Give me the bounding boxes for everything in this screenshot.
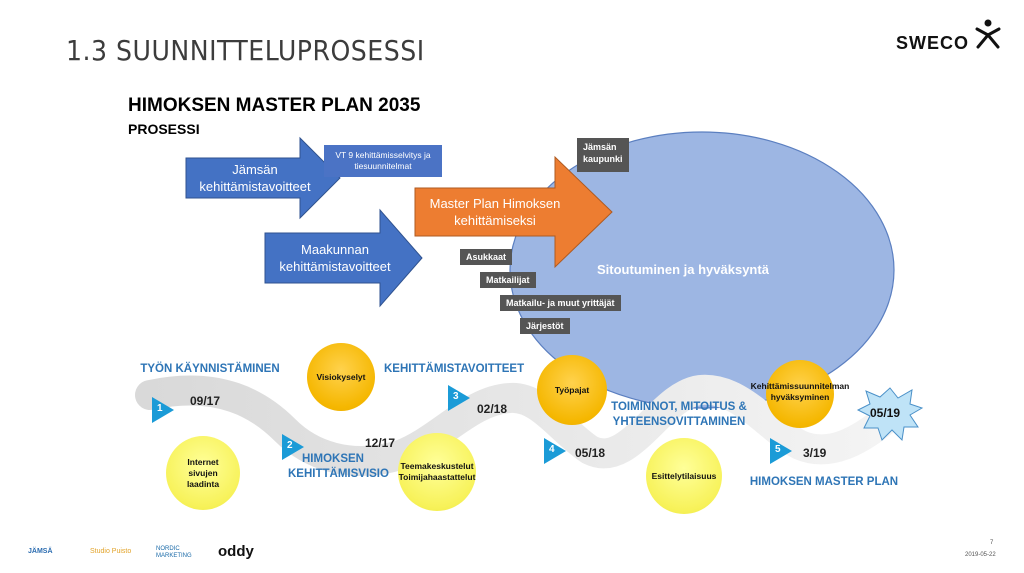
phase-3-number: 3 — [453, 391, 459, 402]
activity-approval-circle — [766, 360, 834, 428]
region-goals-label: Maakunnan kehittämistavoitteet — [279, 242, 391, 274]
commitment-ellipse — [509, 131, 895, 409]
phase-2-title: HIMOKSEN KEHITTÄMISVISIO — [288, 453, 389, 480]
stakeholder-box: Matkailu- ja muut yrittäjät — [500, 295, 621, 311]
phase-3-marker — [448, 385, 470, 411]
phase-5-date: 3/19 — [803, 446, 827, 460]
slide-date: 2019-05-22 — [965, 552, 996, 558]
sub-heading: PROSESSI — [128, 121, 200, 137]
nordic-marketing-logo: NORDIC MARKETING — [156, 546, 192, 559]
phase-2-marker — [282, 434, 304, 460]
phase-3-date: 02/18 — [477, 402, 508, 416]
phase-4-number: 4 — [549, 444, 555, 455]
ellipse-label: Sitoutuminen ja hyväksyntä — [597, 262, 769, 277]
phase-2-number: 2 — [287, 440, 293, 451]
page-number: 7 — [990, 540, 994, 546]
phase-2-date: 12/17 — [365, 436, 396, 450]
activity-internet-circle: Internet sivujen laadinta — [166, 436, 240, 510]
jamsa-city-box: Jämsän kaupunki — [577, 138, 629, 172]
activity-visio-circle: Visiokyselyt — [307, 343, 375, 411]
phase-5-title: HIMOKSEN MASTER PLAN — [749, 476, 899, 488]
phase-1-title: TYÖN KÄYNNISTÄMINEN — [140, 363, 280, 375]
stakeholder-box: Järjestöt — [520, 318, 570, 334]
sweco-logo-icon — [975, 19, 1001, 49]
jamsa-logo: JÄMSÄ — [28, 548, 53, 555]
stakeholder-box: Asukkaat — [460, 249, 513, 265]
final-date: 05/19 — [870, 406, 901, 420]
phase-1-number: 1 — [157, 403, 163, 414]
activity-tyopajat-circle: Työpajat — [537, 355, 607, 425]
phase-5-number: 5 — [775, 444, 781, 455]
phase-5-marker — [770, 438, 792, 464]
phase-4-marker — [544, 438, 566, 464]
activity-teema-circle: Teemakeskustelut Toimijahaastattelut — [398, 433, 476, 511]
main-heading: HIMOKSEN MASTER PLAN 2035 — [128, 95, 421, 116]
phase-4-title: TOIMINNOT, MITOITUS & YHTEENSOVITTAMINEN — [611, 401, 747, 428]
activity-esittely-circle: Esittelytilaisuus — [646, 438, 722, 514]
oddy-logo: oddy — [218, 543, 254, 560]
slide-title: 1.3 SUUNNITTELUPROSESSI — [66, 34, 425, 67]
master-plan-label: Master Plan Himoksen kehittämiseksi — [429, 196, 561, 228]
final-starburst — [856, 387, 924, 442]
jamsa-goals-label: Jämsän kehittämistavoitteet — [199, 162, 311, 194]
phase-4-date: 05/18 — [575, 446, 606, 460]
sweco-logo-text: SWECO — [896, 33, 970, 53]
activity-approval-label: Kehittämissuunnitelman hyväksyminen — [750, 381, 850, 402]
studio-puisto-logo: Studio Puisto — [90, 548, 132, 555]
stakeholder-box: Matkailijat — [480, 272, 536, 288]
phase-1-marker — [152, 397, 174, 423]
phase-3-title: KEHITTÄMISTAVOITTEET — [384, 363, 525, 375]
master-plan-arrow — [414, 155, 613, 269]
phase-1-date: 09/17 — [190, 394, 221, 408]
jamsa-goals-arrow — [185, 136, 341, 220]
vt9-box: VT 9 kehittämisselvitys ja tiesuunnitelm… — [324, 145, 442, 177]
region-goals-arrow — [264, 208, 423, 308]
